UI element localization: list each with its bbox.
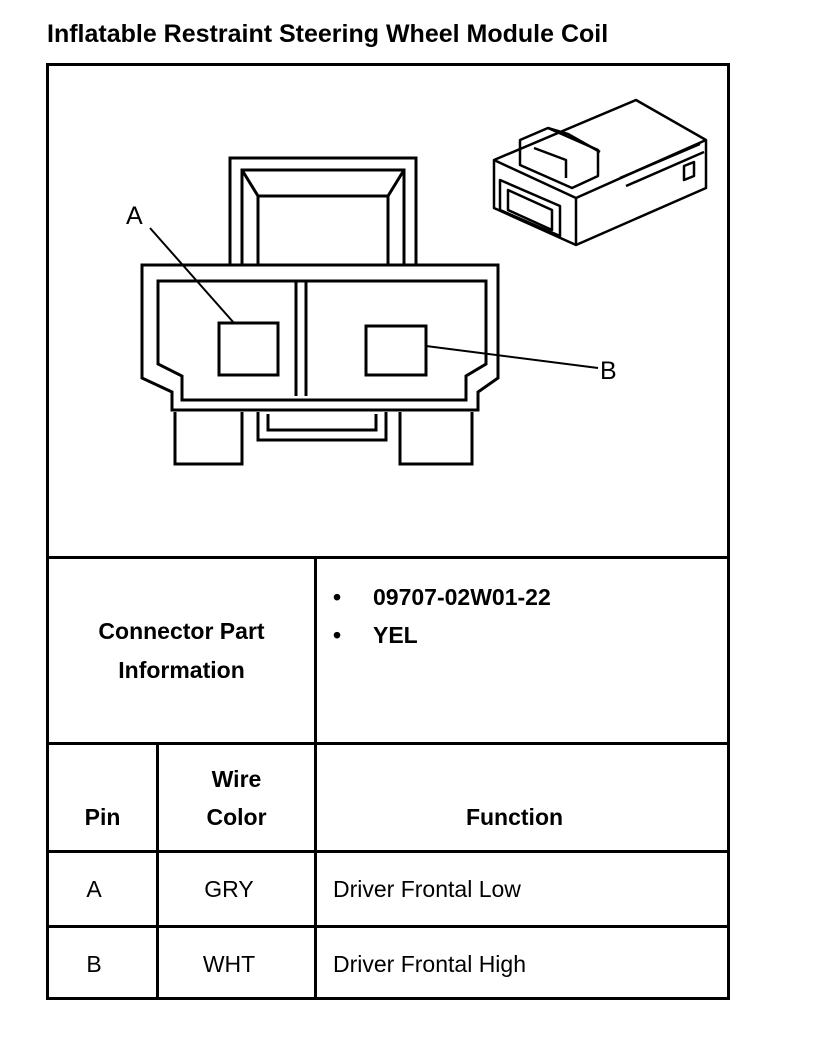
connector-cavity [156, 279, 488, 402]
bottom-lug-right [398, 412, 474, 466]
table-row-b-color: WHT [202, 950, 256, 977]
label-a: A [126, 202, 143, 230]
bullet-icon: • [333, 583, 342, 610]
table-row-a-pin: A [86, 875, 102, 902]
latch-inner [240, 168, 406, 265]
latch-ramp [240, 169, 406, 198]
leader-a [149, 227, 235, 324]
list-item: • 09707-02W01-22 [333, 578, 551, 616]
divider-diagram [46, 556, 730, 559]
cavity-divider [294, 282, 308, 396]
latch-ramp-sides [256, 196, 390, 265]
page-title: Inflatable Restraint Steering Wheel Modu… [47, 20, 609, 48]
connector-info-label-line2: Information [118, 656, 245, 683]
part-number: 09707-02W01-22 [373, 583, 551, 610]
connector-info-label-line1: Connector Part [98, 617, 265, 644]
header-wire-color: Wire Color [159, 758, 314, 838]
header-pin: Pin [84, 803, 121, 830]
list-item: • YEL [333, 616, 551, 654]
divider-row-a [46, 925, 730, 928]
table-row-a-color: GRY [204, 875, 254, 902]
bottom-tab [256, 412, 388, 442]
divider-pin-col [156, 742, 159, 1000]
bullet-icon: • [333, 621, 342, 648]
connector-diagram: A B [126, 98, 708, 466]
divider-info [46, 742, 730, 745]
connector-info-label: Connector Part Information [49, 559, 314, 742]
connector-body [140, 263, 500, 412]
table-row-b-function: Driver Frontal High [333, 950, 526, 977]
terminal-b [364, 324, 428, 377]
connector-iso-view [492, 98, 708, 247]
leader-b [425, 345, 599, 369]
header-wire-color-line1: Wire [211, 766, 262, 792]
header-function: Function [465, 803, 564, 830]
terminal-a [217, 321, 280, 377]
header-wire-color-line2: Color [206, 804, 267, 830]
connector-color: YEL [373, 621, 418, 648]
connector-info-list: • 09707-02W01-22 • YEL [333, 578, 551, 654]
divider-header [46, 850, 730, 853]
divider-info-col [314, 556, 317, 1000]
label-b: B [600, 357, 617, 385]
table-row-a-function: Driver Frontal Low [333, 875, 521, 902]
latch-housing [228, 156, 418, 265]
connector-frame [46, 63, 730, 1000]
table-row-b-pin: B [86, 950, 102, 977]
bottom-lug-left [173, 412, 244, 466]
